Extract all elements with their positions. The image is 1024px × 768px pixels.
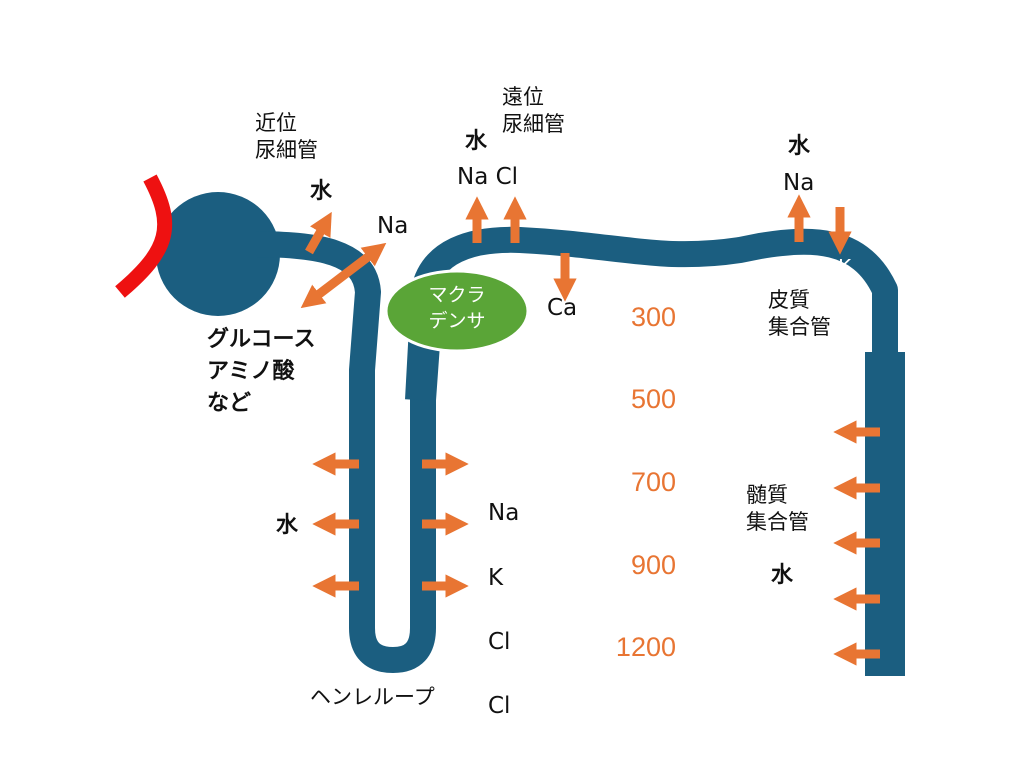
proximal-na-label: Na	[377, 213, 409, 239]
cortical-na-label: Na	[783, 170, 815, 196]
osmolality-value: 700	[630, 467, 676, 497]
arrow-icon	[300, 242, 387, 309]
macula-densa	[384, 269, 530, 353]
osmolality-value: 500	[630, 384, 676, 414]
medullary-water-label: 水	[771, 563, 794, 588]
proximal-reabsorption-label: グルコース アミノ酸 など	[207, 327, 316, 416]
henle-loop-label: ヘンレループ	[310, 685, 435, 709]
medullary-collecting-duct	[865, 352, 905, 676]
cortical-collecting-duct-label: 皮質 集合管	[768, 288, 831, 340]
cortical-water-label: 水	[788, 134, 811, 159]
ion-label: Cl	[488, 693, 511, 720]
descending-water-label: 水	[276, 513, 299, 538]
distal-ca-label: Ca	[547, 295, 578, 321]
proximal-water-label: 水	[310, 179, 333, 204]
proximal-tubule-label: 近位 尿細管	[255, 111, 318, 163]
distal-water-label: 水	[465, 129, 488, 154]
ion-label: K	[488, 564, 504, 591]
osmolality-value: 900	[630, 550, 676, 580]
distal-tubule-label: 遠位 尿細管	[502, 85, 565, 137]
afferent-vessel	[115, 174, 173, 298]
osmolality-value: 300	[630, 302, 676, 332]
osmolality-value: 1200	[615, 632, 676, 662]
glomerulus	[156, 192, 280, 316]
ascending-ions: Na K Cl Cl	[488, 465, 519, 755]
distal-nacl-label: Na Cl	[457, 164, 519, 190]
cortical-k-label: K	[838, 255, 852, 279]
ion-label: Na	[488, 500, 520, 527]
ion-label: Cl	[488, 628, 511, 655]
macula-densa-label: マクラ デンサ	[428, 284, 486, 332]
medullary-collecting-duct-label: 髄質 集合管	[746, 483, 809, 535]
